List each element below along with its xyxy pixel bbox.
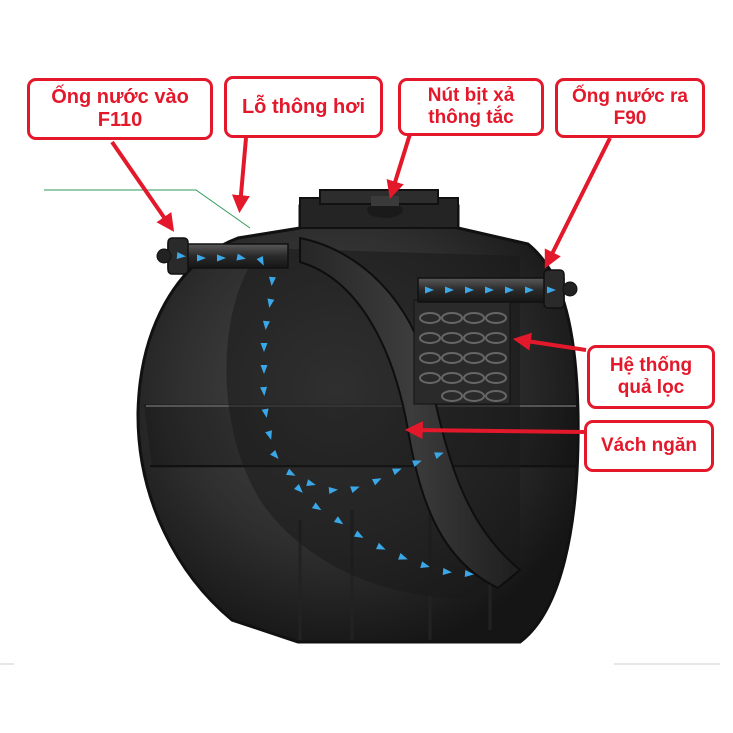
flow-arrow	[236, 253, 246, 261]
flow-arrow	[465, 286, 474, 294]
pointer-plug-arrow	[386, 133, 412, 199]
outlet-pipe	[417, 269, 578, 309]
filter-media	[413, 299, 511, 405]
pointer-baffle-arrow	[404, 421, 585, 440]
flow-arrow	[547, 286, 556, 294]
callout-cleanout-plug: Nút bịt xả thông tắc	[398, 78, 544, 136]
flow-arrow	[333, 516, 344, 525]
flow-arrow	[505, 286, 514, 294]
cleanout-plug-label: Nút bịt xả	[427, 85, 515, 107]
callout-inlet-pipe: Ống nước vào F110	[27, 78, 213, 140]
cleanout-plug-label-2: thông tắc	[428, 107, 514, 128]
flow-arrow	[197, 254, 206, 262]
pointer-inlet-arrow	[110, 140, 175, 232]
callout-filter-system: Hệ thống quả lọc	[587, 345, 715, 409]
flow-arrow	[371, 478, 382, 486]
outlet-pipe-label: Ống nước ra	[572, 86, 688, 108]
guide-line	[44, 189, 251, 229]
flow-arrow	[445, 286, 454, 294]
filter-system-label: Hệ thống	[609, 355, 693, 377]
flow-arrow	[434, 452, 444, 459]
flow-arrow	[464, 570, 474, 578]
flow-arrow	[270, 449, 279, 459]
flow-arrow	[268, 276, 276, 286]
callout-vent-hole: Lỗ thông hơi	[224, 76, 383, 138]
callout-baffle: Vách ngăn	[584, 420, 714, 472]
inlet-pipe	[156, 237, 289, 275]
flow-arrow	[485, 286, 494, 294]
flow-arrow	[425, 286, 434, 294]
flow-arrow	[256, 255, 264, 266]
vent-hole-label: Lỗ thông hơi	[241, 95, 366, 118]
flow-arrow	[350, 486, 360, 493]
flow-arrow	[176, 252, 186, 259]
flow-arrow	[265, 430, 272, 440]
flow-arrow	[285, 468, 296, 476]
flow-arrow	[420, 561, 430, 569]
inlet-pipe-size: F110	[97, 109, 143, 131]
inlet-pipe-label: Ống nước vào	[51, 86, 189, 108]
flow-arrow	[262, 320, 270, 330]
flow-arrow	[412, 460, 422, 467]
pointer-arrows	[110, 133, 612, 440]
filter-system-label-2: quả lọc	[617, 377, 685, 398]
flow-arrow	[267, 298, 275, 308]
pointer-outlet-arrow	[544, 137, 612, 269]
water-flow-arrows	[176, 252, 556, 578]
flow-arrow	[260, 386, 268, 396]
callout-outlet-pipe: Ống nước ra F90	[555, 78, 705, 138]
flow-arrow	[375, 542, 386, 550]
flow-arrow	[306, 479, 316, 487]
flow-arrow	[442, 568, 452, 576]
flow-arrow	[260, 365, 268, 374]
flow-arrow	[311, 502, 322, 511]
flow-arrow	[353, 530, 364, 538]
flow-arrow	[261, 408, 269, 418]
flow-arrow	[293, 483, 303, 493]
flow-arrow	[260, 343, 268, 352]
flow-arrow	[525, 286, 534, 294]
pointer-filter-arrow	[512, 332, 587, 352]
baffle-label: Vách ngăn	[600, 435, 698, 457]
flow-arrow	[398, 553, 408, 560]
outlet-pipe-size: F90	[613, 108, 647, 129]
pointer-vent-arrow	[231, 137, 250, 214]
flow-arrow	[328, 486, 338, 494]
flow-arrow	[217, 254, 226, 262]
flow-arrow	[392, 468, 402, 476]
baffle-wall	[299, 236, 522, 590]
